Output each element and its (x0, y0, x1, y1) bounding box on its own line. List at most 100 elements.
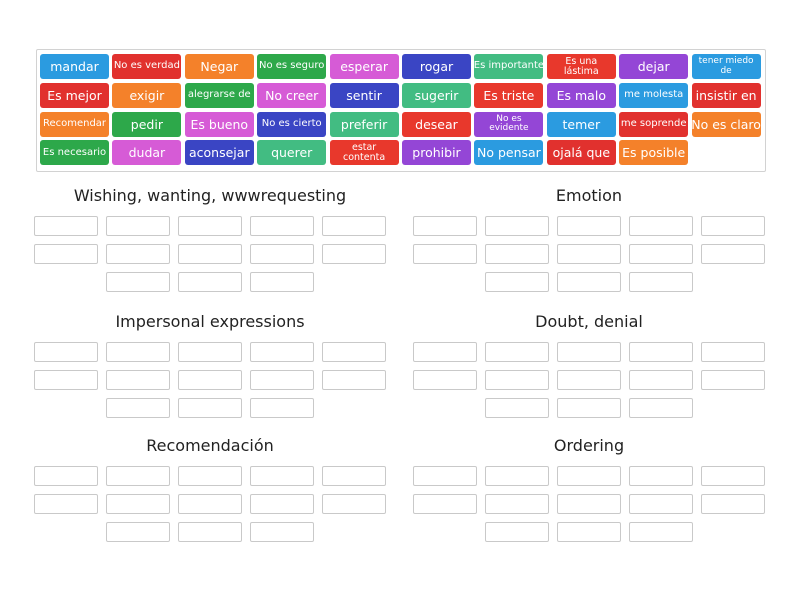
drop-slot[interactable] (413, 342, 477, 362)
answer-tile[interactable]: No es evidente (474, 111, 544, 137)
drop-slot[interactable] (557, 272, 621, 292)
drop-slot[interactable] (250, 216, 314, 236)
drop-slot[interactable] (106, 398, 170, 418)
drop-slot[interactable] (413, 494, 477, 514)
drop-slot[interactable] (629, 466, 693, 486)
drop-slot[interactable] (178, 522, 242, 542)
drop-slot[interactable] (322, 370, 386, 390)
drop-slot[interactable] (106, 494, 170, 514)
drop-slot[interactable] (250, 522, 314, 542)
drop-slot[interactable] (34, 216, 98, 236)
answer-tile[interactable]: dejar (619, 54, 689, 79)
drop-slot[interactable] (106, 522, 170, 542)
drop-slot[interactable] (485, 398, 549, 418)
drop-slot[interactable] (485, 244, 549, 264)
drop-slot[interactable] (557, 494, 621, 514)
answer-tile[interactable]: No pensar (474, 140, 544, 166)
drop-slot[interactable] (250, 494, 314, 514)
drop-slot[interactable] (34, 342, 98, 362)
answer-tile[interactable]: No es seguro (257, 54, 327, 79)
answer-tile[interactable]: pedir (112, 111, 182, 137)
answer-tile[interactable]: querer (257, 140, 327, 166)
answer-tile[interactable]: esperar (329, 54, 399, 79)
drop-slot[interactable] (629, 522, 693, 542)
drop-slot[interactable] (178, 370, 242, 390)
answer-tile[interactable]: exigir (112, 82, 182, 108)
answer-tile[interactable]: Es triste (474, 82, 544, 108)
answer-tile[interactable]: No creer (257, 82, 327, 108)
drop-slot[interactable] (701, 370, 765, 390)
drop-slot[interactable] (322, 494, 386, 514)
answer-tile[interactable]: sentir (329, 82, 399, 108)
answer-tile[interactable]: insistir en (691, 82, 761, 108)
drop-slot[interactable] (701, 244, 765, 264)
answer-tile[interactable]: Negar (184, 54, 254, 79)
drop-slot[interactable] (413, 370, 477, 390)
drop-slot[interactable] (557, 522, 621, 542)
drop-slot[interactable] (557, 244, 621, 264)
drop-slot[interactable] (557, 398, 621, 418)
answer-tile[interactable]: aconsejar (184, 140, 254, 166)
drop-slot[interactable] (178, 466, 242, 486)
drop-slot[interactable] (485, 342, 549, 362)
answer-tile[interactable]: desear (402, 111, 471, 137)
answer-tile[interactable]: Es mejor (40, 82, 109, 108)
drop-slot[interactable] (485, 494, 549, 514)
drop-slot[interactable] (178, 494, 242, 514)
answer-tile[interactable]: estar contenta (329, 140, 399, 166)
drop-slot[interactable] (557, 370, 621, 390)
drop-slot[interactable] (250, 370, 314, 390)
answer-tile[interactable]: Es malo (546, 82, 616, 108)
drop-slot[interactable] (701, 494, 765, 514)
answer-tile[interactable]: Recomendar (40, 111, 109, 137)
drop-slot[interactable] (250, 244, 314, 264)
drop-slot[interactable] (629, 494, 693, 514)
drop-slot[interactable] (250, 398, 314, 418)
drop-slot[interactable] (485, 522, 549, 542)
drop-slot[interactable] (106, 466, 170, 486)
drop-slot[interactable] (34, 370, 98, 390)
drop-slot[interactable] (629, 370, 693, 390)
answer-tile[interactable]: tener miedo de (691, 54, 761, 79)
answer-tile[interactable]: ojalá que (546, 140, 616, 166)
answer-tile[interactable]: No es claro (691, 111, 761, 137)
drop-slot[interactable] (485, 272, 549, 292)
drop-slot[interactable] (557, 342, 621, 362)
drop-slot[interactable] (178, 272, 242, 292)
drop-slot[interactable] (629, 398, 693, 418)
answer-tile[interactable]: Es necesario (40, 140, 109, 166)
answer-tile[interactable]: Es posible (619, 140, 689, 166)
answer-tile[interactable]: No es cierto (257, 111, 327, 137)
drop-slot[interactable] (322, 342, 386, 362)
answer-tile[interactable]: preferir (329, 111, 399, 137)
drop-slot[interactable] (178, 244, 242, 264)
answer-tile[interactable]: mandar (40, 54, 109, 79)
drop-slot[interactable] (250, 342, 314, 362)
drop-slot[interactable] (413, 244, 477, 264)
drop-slot[interactable] (413, 466, 477, 486)
answer-tile[interactable]: No es verdad (112, 54, 182, 79)
answer-tile[interactable]: sugerir (402, 82, 471, 108)
answer-tile[interactable]: me soprende (619, 111, 689, 137)
drop-slot[interactable] (178, 216, 242, 236)
drop-slot[interactable] (701, 466, 765, 486)
answer-tile[interactable]: rogar (402, 54, 471, 79)
drop-slot[interactable] (322, 244, 386, 264)
drop-slot[interactable] (106, 370, 170, 390)
drop-slot[interactable] (106, 272, 170, 292)
drop-slot[interactable] (557, 466, 621, 486)
drop-slot[interactable] (701, 342, 765, 362)
drop-slot[interactable] (701, 216, 765, 236)
answer-tile[interactable]: dudar (112, 140, 182, 166)
drop-slot[interactable] (485, 466, 549, 486)
answer-tile[interactable]: temer (546, 111, 616, 137)
drop-slot[interactable] (250, 272, 314, 292)
drop-slot[interactable] (106, 244, 170, 264)
drop-slot[interactable] (178, 398, 242, 418)
drop-slot[interactable] (106, 216, 170, 236)
answer-tile[interactable]: Es importante (474, 54, 544, 79)
drop-slot[interactable] (34, 244, 98, 264)
drop-slot[interactable] (413, 216, 477, 236)
answer-tile[interactable]: prohibir (402, 140, 471, 166)
answer-tile[interactable]: Es una lástima (546, 54, 616, 79)
